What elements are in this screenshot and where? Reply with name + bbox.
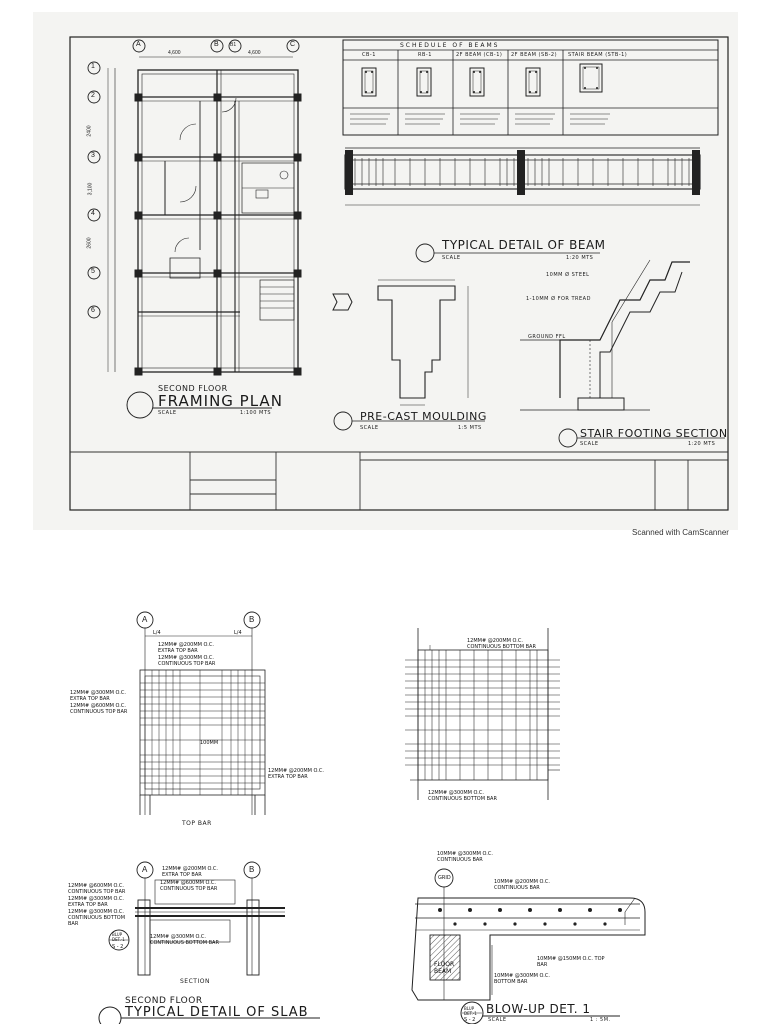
- stair-scale: 1:20 MTS: [688, 441, 716, 447]
- dim-left-2: 3,100: [87, 182, 94, 196]
- slab-top-caption: TOP BAR: [182, 820, 212, 827]
- stair-label-2: 10mm Ø STEEL: [546, 272, 590, 278]
- blowup-scale: 1 : 5M.: [590, 1017, 611, 1023]
- grid-label-B: B: [214, 41, 219, 48]
- blowup-beam-label-1: FLOOR: [434, 961, 455, 968]
- slab-section-caption: SECTION: [180, 978, 210, 985]
- slab-section-note-4: 12MM# @300MM O.C. EXTRA TOP BAR: [68, 896, 124, 908]
- beam-detail: [344, 147, 701, 263]
- slab-section: [98, 861, 320, 1024]
- precast-moulding: [332, 279, 485, 431]
- blowup-grid-label: GRID: [438, 875, 451, 881]
- slab-section-grid-B: B: [249, 865, 255, 874]
- slab-top-bar: [136, 611, 266, 815]
- row-label-3: 3: [91, 152, 95, 159]
- slab-section-note-5: 12MM# @300MM O.C. CONTINUOUS BOTTOM BAR: [68, 909, 126, 927]
- scanner-mark: Scanned with CamScanner: [632, 528, 729, 537]
- schedule-header-4: 2F BEAM (SB-2): [511, 52, 558, 58]
- blowup-note-3: 10MM# @150MM O.C. TOP BAR: [537, 956, 605, 968]
- slab-section-note-1: 12MM# @200MM O.C. EXTRA TOP BAR: [162, 866, 218, 878]
- slab-section-bubble-top: BLUP: [112, 932, 123, 937]
- schedule-header-1: CB-1: [362, 52, 376, 58]
- slab-section-note-6: 12MM# @300MM O.C. CONTINUOUS BOTTOM BAR: [150, 934, 219, 946]
- slab-top-note-4: 12MM# @600MM O.C. CONTINUOUS TOP BAR: [70, 703, 128, 715]
- grid-bubble-B: [210, 39, 224, 53]
- sheet-border: [69, 36, 729, 511]
- stair-label-3: 1-10mm Ø for TREAD: [526, 296, 591, 302]
- slab-detail-title: TYPICAL DETAIL OF SLAB: [125, 1005, 309, 1020]
- dim-top-2: 4,600: [248, 50, 261, 56]
- slab-top-note-5: 12MM# @200MM O.C. EXTRA TOP BAR: [268, 768, 324, 780]
- dim-left-3: 2600: [86, 237, 93, 249]
- slab-section-note-2: 12MM# @600MM O.C. CONTINUOUS TOP BAR: [160, 880, 218, 892]
- title-block: [70, 451, 728, 510]
- slab-section-bubble-mid: DET.-1: [112, 937, 125, 942]
- slab-top-grid-A: A: [142, 615, 148, 624]
- slab-top-l4-right: L/4: [234, 630, 242, 636]
- grid-label-A: A: [136, 41, 141, 48]
- beam-detail-scale-label: SCALE: [442, 255, 461, 261]
- slab-top-note-1: 12MM# @200MM O.C. EXTRA TOP BAR: [158, 642, 214, 654]
- schedule-header-5: STAIR BEAM (STB-1): [568, 52, 628, 58]
- stair-scale-label: SCALE: [580, 441, 599, 447]
- blowup-bubble-mid: DET.-1: [464, 1011, 477, 1016]
- slab-top-grid-B: B: [249, 615, 255, 624]
- blowup-note-4: 10MM# @300MM O.C. BOTTOM BAR: [494, 973, 550, 985]
- dim-left-1: 2400: [86, 125, 93, 137]
- blowup-beam-label-2: BEAM: [434, 968, 452, 975]
- slab-section-bubble-bottom: S - 2: [112, 944, 124, 950]
- slab-bottom-bar: [405, 628, 560, 800]
- blowup-bubble-bottom: S - 2: [464, 1017, 476, 1023]
- slab-bottom-note-2: 12MM# @300MM O.C. CONTINUOUS BOTTOM BAR: [428, 790, 497, 802]
- framing-plan-title: FRAMING PLAN: [158, 392, 283, 410]
- framing-plan: [87, 39, 302, 376]
- framing-plan-scale-label: SCALE: [158, 410, 177, 416]
- framing-plan-bubble: [126, 391, 154, 419]
- slab-section-grid-A: A: [142, 865, 148, 874]
- precast-scale: 1:5 MTS: [458, 425, 482, 431]
- blowup-note-1: 10MM# @300MM O.C. CONTINUOUS BAR: [437, 851, 493, 863]
- framing-plan-subtitle: SECOND FLOOR: [158, 384, 228, 393]
- beam-detail-title: TYPICAL DETAIL OF BEAM: [442, 238, 606, 252]
- row-label-4: 4: [91, 210, 95, 217]
- precast-title: PRE-CAST MOULDING: [360, 410, 487, 423]
- slab-thickness: 100MM: [200, 740, 219, 746]
- grid-label-C: C: [290, 41, 296, 48]
- beam-detail-scale: 1:20 MTS: [566, 255, 594, 261]
- schedule-header-2: RB-1: [418, 52, 432, 58]
- dim-top-1: 4,600: [168, 50, 181, 56]
- grid-bubble-B1: [228, 39, 242, 53]
- slab-section-note-3: 12MM# @600MM O.C. CONTINUOUS TOP BAR: [68, 883, 126, 895]
- slab-bottom-note-1: 12MM# @200MM O.C. CONTINUOUS BOTTOM BAR: [467, 638, 536, 650]
- beam-schedule: [342, 39, 719, 136]
- row-label-1: 1: [91, 63, 95, 70]
- row-label-5: 5: [91, 268, 95, 275]
- schedule-title: SCHEDULE OF BEAMS: [400, 42, 500, 49]
- grid-bubble-A: [132, 39, 146, 53]
- blowup-bubble-top: BLUP: [464, 1006, 475, 1011]
- stair-label-1: GROUND FFL: [528, 334, 566, 340]
- grid-bubble-C: [286, 39, 300, 53]
- schedule-header-3: 2F BEAM (CB-1): [456, 52, 503, 58]
- blowup-title: BLOW-UP DET. 1: [486, 1002, 591, 1016]
- blowup-scale-label: SCALE: [488, 1017, 507, 1023]
- grid-label-B1: B1: [230, 42, 237, 48]
- slab-top-note-3: 12MM# @300MM O.C. EXTRA TOP BAR: [70, 690, 126, 702]
- blowup-detail: [411, 868, 646, 1024]
- stair-footing-section: [520, 259, 725, 448]
- row-label-6: 6: [91, 307, 95, 314]
- row-label-2: 2: [91, 92, 95, 99]
- precast-scale-label: SCALE: [360, 425, 379, 431]
- stair-title: STAIR FOOTING SECTION: [580, 427, 728, 440]
- drawing-sheet: [33, 12, 738, 530]
- framing-plan-scale: 1:100 MTS: [240, 410, 272, 416]
- slab-top-note-2: 12MM# @300MM O.C. CONTINUOUS TOP BAR: [158, 655, 216, 667]
- blowup-note-2: 10MM# @200MM O.C. CONTINUOUS BAR: [494, 879, 550, 891]
- slab-top-l4-left: L/4: [153, 630, 161, 636]
- slab-detail-subtitle: SECOND FLOOR: [125, 996, 203, 1006]
